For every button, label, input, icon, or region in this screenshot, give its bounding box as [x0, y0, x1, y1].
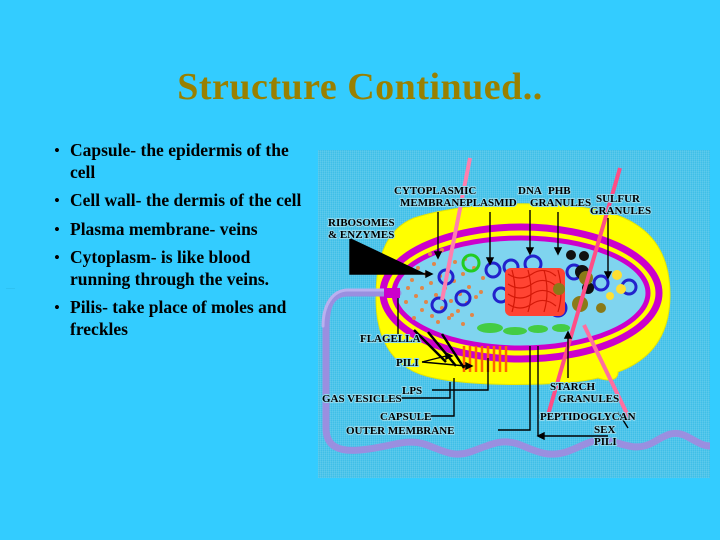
diagram-label-ribosomes-and-enzymes: RIBOSOMES & ENZYMES	[327, 216, 396, 242]
diagram-label-outer-membrane: OUTER MEMBRANE	[345, 424, 455, 438]
bullet-marker-icon: •	[54, 298, 60, 317]
sex-pili-left	[440, 157, 472, 301]
diagram-label-sex-pili: SEX PILI	[593, 423, 618, 449]
diagram-label-peptidoglycan: PEPTIDOGLYCAN	[539, 410, 637, 424]
svg-text:PLASMID: PLASMID	[466, 197, 517, 209]
svg-text:CAPSULE: CAPSULE	[380, 411, 431, 423]
gas-vesicle-ring	[461, 253, 481, 273]
flagella-basal-body	[384, 288, 400, 298]
list-item: • Cytoplasm- is like blood running throu…	[48, 247, 310, 290]
sex-pili-right-lower	[582, 324, 632, 421]
svg-text:OUTER MEMBRANE: OUTER MEMBRANE	[346, 425, 454, 437]
diagram-label-pili: PILI	[395, 356, 420, 370]
gas-vesicles-bottom	[477, 323, 570, 335]
diagram-label-sulfur-granules: SULFUR GRANULES	[589, 192, 652, 218]
svg-text:GAS VESICLES: GAS VESICLES	[322, 393, 402, 405]
diagram-label-phb-granules: PHB GRANULES	[529, 184, 592, 210]
svg-text:GRANULES: GRANULES	[530, 197, 591, 209]
svg-text:SEX: SEX	[594, 424, 615, 436]
page-title: Structure Continued..	[177, 66, 543, 108]
svg-text:GRANULES: GRANULES	[590, 205, 651, 217]
svg-text:& ENZYMES: & ENZYMES	[328, 229, 394, 241]
bullet-marker-icon: •	[54, 219, 60, 239]
list-item-label: Plasma membrane- veins	[70, 218, 258, 239]
svg-text:RIBOSOMES: RIBOSOMES	[328, 217, 395, 229]
diagram-label-capsule: CAPSULE	[379, 410, 432, 424]
bullet-marker-icon: •	[54, 141, 60, 160]
list-item: • Cell wall- the dermis of the cell	[48, 190, 310, 212]
bullet-marker-icon: •	[54, 248, 60, 267]
stray-tick-mark	[6, 288, 15, 289]
svg-text:CYTOPLASMIC: CYTOPLASMIC	[394, 185, 476, 197]
sulfur-granules	[606, 270, 626, 300]
diagram-label-starch-granules: STARCH GRANULES	[549, 380, 620, 406]
diagram-label-plasmid: PLASMID	[465, 196, 518, 210]
bullet-marker-icon: •	[54, 191, 60, 210]
list-item-label: Cell wall- the dermis of the cell	[70, 190, 302, 210]
svg-text:STARCH: STARCH	[550, 381, 595, 393]
flagella-tail	[322, 289, 710, 458]
bacterial-cell-structure-diagram: CYTOPLASMIC MEMBRANE PLASMID DNA PHB GRA…	[318, 150, 710, 478]
dna-nucleoid	[505, 268, 565, 316]
list-item: • Pilis- take place of moles and freckle…	[48, 297, 310, 340]
svg-text:PEPTIDOGLYCAN: PEPTIDOGLYCAN	[540, 411, 636, 423]
sex-pili-right	[546, 167, 622, 416]
svg-text:DNA: DNA	[518, 185, 542, 197]
svg-text:PILI: PILI	[396, 357, 419, 369]
svg-text:SULFUR: SULFUR	[596, 193, 641, 205]
list-item: • Plasma membrane- veins	[48, 219, 310, 241]
list-item-label: Cytoplasm- is like blood running through…	[70, 247, 270, 289]
leader-lines	[349, 210, 629, 441]
list-item: • Capsule- the epidermis of the cell	[48, 140, 310, 183]
diagram-label-lps: LPS	[401, 384, 423, 398]
svg-text:FLAGELLA: FLAGELLA	[360, 333, 421, 345]
list-item-label: Pilis- take place of moles and freckles	[70, 297, 287, 339]
svg-text:LPS: LPS	[402, 385, 422, 397]
svg-text:GRANULES: GRANULES	[558, 393, 619, 405]
diagram-label-cytoplasmic-membrane: CYTOPLASMIC MEMBRANE	[393, 184, 477, 210]
flagella-highlight	[321, 288, 400, 328]
bullet-list: • Capsule- the epidermis of the cell • C…	[48, 140, 310, 347]
svg-text:PHB: PHB	[548, 185, 571, 197]
list-item-label: Capsule- the epidermis of the cell	[70, 140, 289, 182]
svg-text:MEMBRANE: MEMBRANE	[400, 197, 467, 209]
diagram-label-gas-vesicles: GAS VESICLES	[321, 392, 403, 406]
diagram-label-flagella: FLAGELLA	[359, 332, 422, 346]
svg-text:PILI: PILI	[594, 436, 617, 448]
diagram-label-dna: DNA	[517, 184, 543, 198]
